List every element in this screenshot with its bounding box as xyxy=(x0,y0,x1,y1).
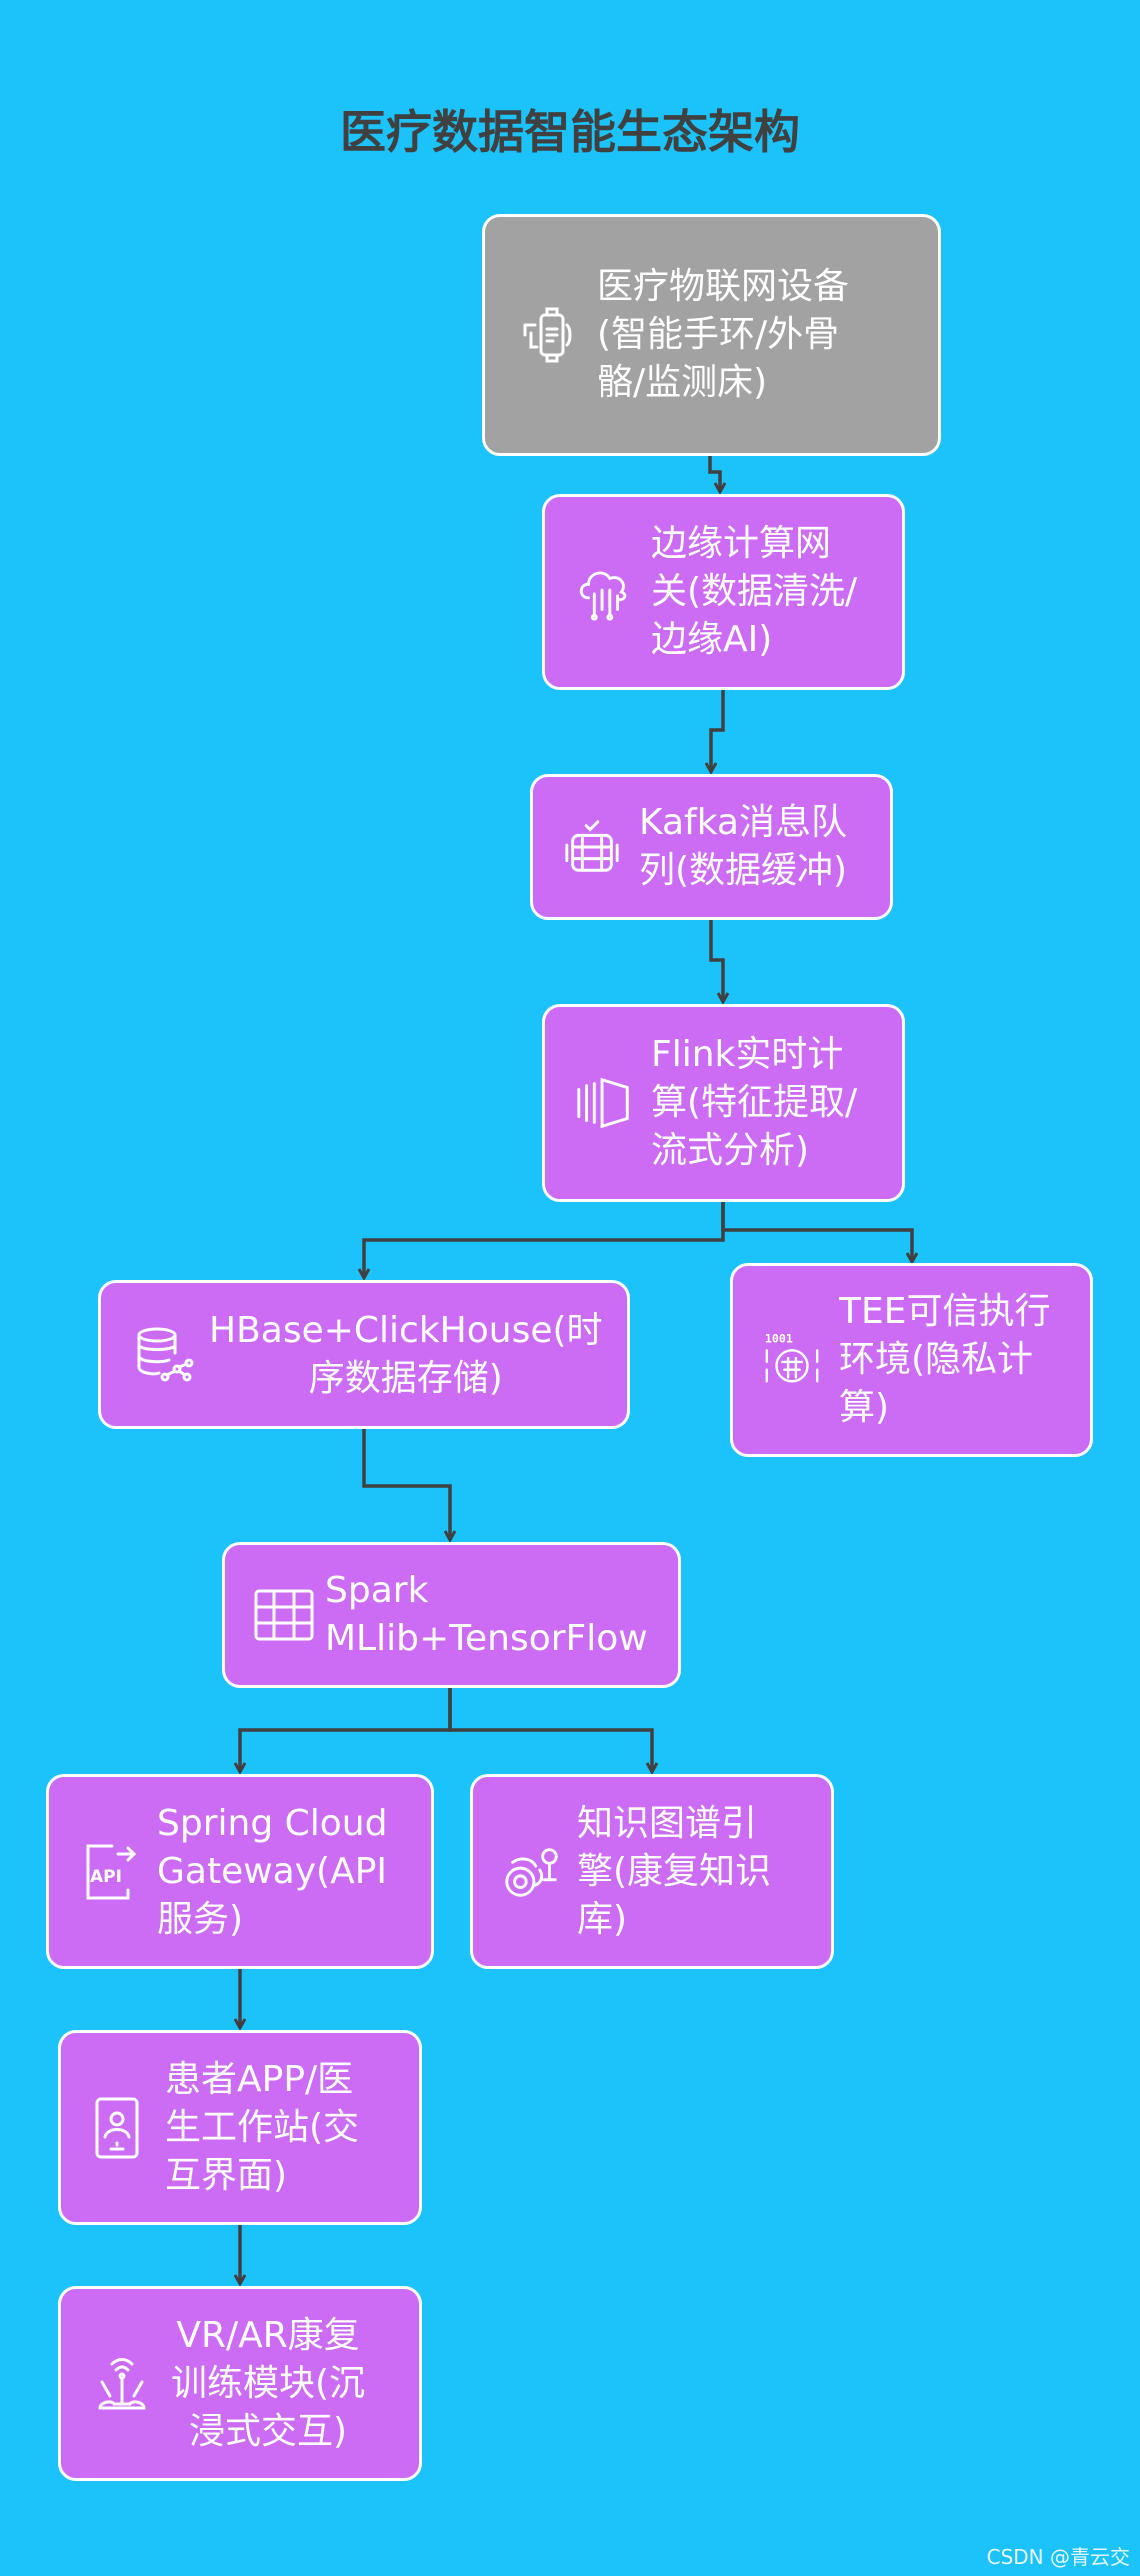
node-label-line: (智能手环/外骨 xyxy=(597,314,840,355)
node-label-line: Kafka消息队 xyxy=(639,802,847,843)
node-label-line: 算) xyxy=(839,1387,890,1428)
message-queue-icon xyxy=(551,816,633,878)
node-label-line: 擎(康复知识 xyxy=(577,1850,772,1892)
node-label-line: HBase+ClickHouse(时 xyxy=(209,1309,603,1351)
edge-hbase-to-spark xyxy=(362,1427,450,1540)
node-spring-gateway: API Spring Cloud Gateway(API 服务) xyxy=(46,1774,434,1969)
node-edge-gateway: 边缘计算网 关(数据清洗/ 边缘AI) xyxy=(542,494,905,690)
node-label-line: 浸式交互) xyxy=(189,2410,348,2452)
edge-flink-to-tee xyxy=(721,1200,912,1262)
cloud-computing-icon xyxy=(563,561,645,623)
mobile-app-icon xyxy=(77,2095,157,2161)
node-spark-ml: Spark MLlib+TensorFlow xyxy=(222,1542,681,1688)
edge-iot-to-edge xyxy=(708,454,720,492)
node-iot-devices: 医疗物联网设备 (智能手环/外骨 骼/监测床) xyxy=(482,214,941,456)
node-label-line: 列(数据缓冲) xyxy=(639,850,848,891)
node-label-line: 流式分析) xyxy=(651,1130,810,1171)
node-hbase-clickhouse: HBase+ClickHouse(时 序数据存储) xyxy=(98,1280,630,1429)
node-label-line: 知识图谱引 xyxy=(577,1802,758,1844)
node-label-line: VR/AR康复 xyxy=(176,2314,360,2356)
stream-layers-icon xyxy=(563,1072,645,1134)
knowledge-graph-icon xyxy=(491,1841,573,1903)
node-knowledge-graph: 知识图谱引 擎(康复知识 库) xyxy=(470,1774,834,1969)
node-label-line: 服务) xyxy=(157,1898,244,1940)
edge-spark-to-gateway xyxy=(240,1686,452,1772)
edge-edge-to-kafka xyxy=(711,688,725,772)
svg-text:1001: 1001 xyxy=(765,1332,793,1346)
edge-kafka-to-flink xyxy=(709,918,723,1002)
node-label-line: 边缘AI) xyxy=(651,619,773,660)
node-label-line: TEE可信执行 xyxy=(839,1291,1051,1332)
node-label-line: 算(特征提取/ xyxy=(651,1082,858,1123)
wearable-device-icon xyxy=(507,303,591,367)
api-icon: API xyxy=(69,1840,149,1904)
node-vr-ar-module: VR/AR康复 训练模块(沉 浸式交互) xyxy=(58,2286,422,2481)
node-label-line: 环境(隐私计 xyxy=(839,1339,1034,1380)
svg-text:API: API xyxy=(90,1867,122,1887)
node-label-line: 序数据存储) xyxy=(308,1357,503,1399)
edge-spark-to-kg xyxy=(448,1686,652,1772)
watermark: CSDN @青云交 xyxy=(986,2545,1130,2569)
node-patient-app: 患者APP/医 生工作站(交 互界面) xyxy=(58,2030,422,2225)
node-label-line: 边缘计算网 xyxy=(651,523,832,564)
node-label-line: 骼/监测床) xyxy=(597,362,768,403)
edge-flink-to-hbase xyxy=(364,1200,725,1278)
node-label-line: 关(数据清洗/ xyxy=(651,571,858,612)
node-label-line: 训练模块(沉 xyxy=(171,2362,366,2404)
node-label-line: Spark xyxy=(325,1570,429,1611)
node-kafka-queue: Kafka消息队 列(数据缓冲) xyxy=(530,774,893,920)
node-label-line: 患者APP/医 xyxy=(165,2058,354,2100)
diagram-title: 医疗数据智能生态架构 xyxy=(340,105,800,159)
node-label-line: 库) xyxy=(577,1898,628,1940)
vr-training-icon xyxy=(79,2352,165,2416)
node-label-line: Spring Cloud xyxy=(157,1802,388,1844)
node-label-line: MLlib+TensorFlow xyxy=(325,1618,648,1659)
table-grid-icon xyxy=(243,1585,325,1645)
database-icon xyxy=(121,1323,205,1387)
node-label-line: Flink实时计 xyxy=(651,1034,844,1075)
node-label-line: 医疗物联网设备 xyxy=(597,266,850,307)
node-label-line: 生工作站(交 xyxy=(165,2106,360,2148)
node-tee-environment: 1001 TEE可信执行 环境(隐私计 算) xyxy=(730,1263,1093,1457)
node-label-line: 互界面) xyxy=(165,2154,288,2196)
node-flink-compute: Flink实时计 算(特征提取/ 流式分析) xyxy=(542,1004,905,1202)
node-label-line: Gateway(API xyxy=(157,1850,388,1892)
privacy-shield-icon: 1001 xyxy=(751,1329,833,1391)
